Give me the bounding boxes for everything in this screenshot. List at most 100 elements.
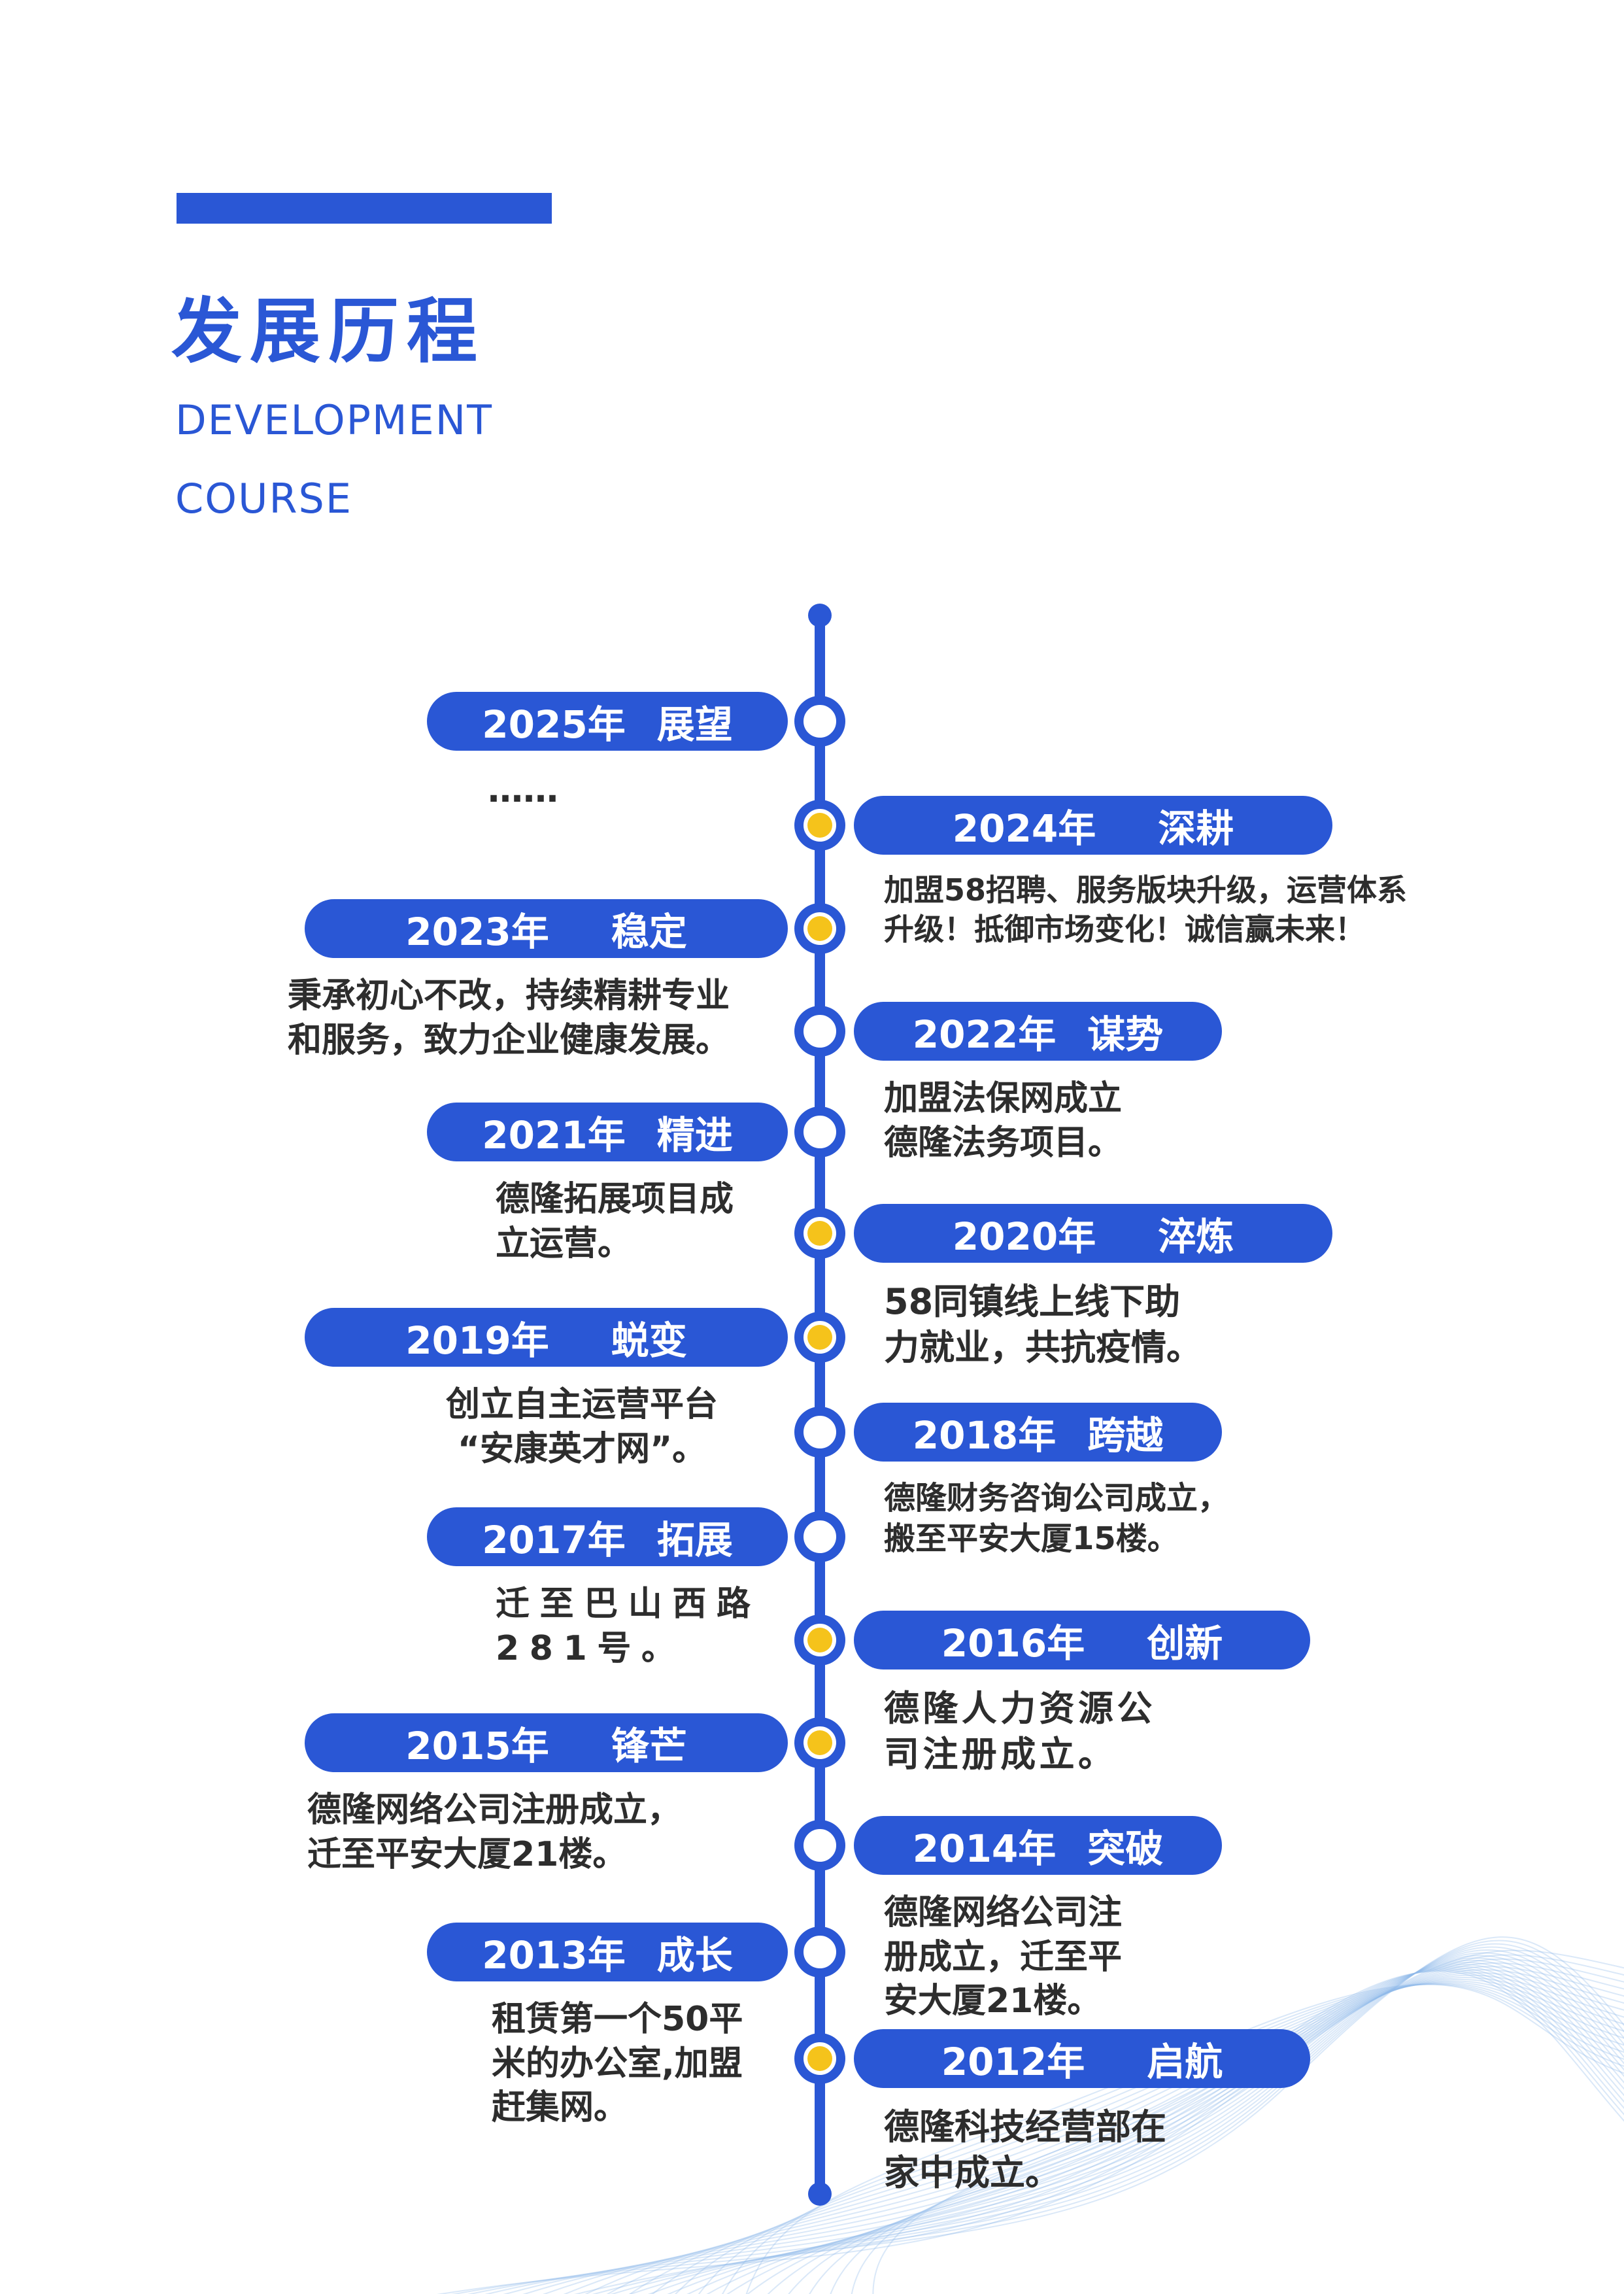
timeline-desc-2013: 租赁第一个50平米的办公室,加盟赶集网。 (492, 1998, 792, 2131)
pill-year: 2016年 (941, 1621, 1085, 1666)
wave-line (484, 1962, 1624, 2294)
pill-keyword: 成长 (656, 1933, 733, 1977)
timeline-desc-line: 家中成立。 (884, 2152, 1060, 2194)
pill-year: 2021年 (482, 1113, 626, 1157)
timeline-desc-line: 租赁第一个50平 (492, 2000, 743, 2039)
wave-line (610, 1943, 1624, 2294)
yellow-dot-icon (807, 813, 832, 838)
white-dot-icon (807, 1120, 832, 1144)
wave-line (592, 1940, 1624, 2294)
pill-year: 2012年 (941, 2040, 1085, 2084)
white-dot-icon (807, 1524, 832, 1549)
pill-keyword: 启航 (1147, 2040, 1223, 2084)
yellow-dot-icon (807, 1730, 832, 1755)
pill-keyword: 淬炼 (1158, 1214, 1234, 1259)
timeline-desc-line: 安大厦21楼。 (884, 1981, 1102, 2021)
white-dot-icon (807, 1019, 832, 1044)
timeline-node-2024 (794, 800, 845, 851)
pill-keyword: 创新 (1147, 1621, 1223, 1666)
timeline-node-2018 (794, 1407, 845, 1458)
pill-year: 2025年 (482, 702, 626, 747)
timeline-desc-line: 迁至平安大厦21楼。 (307, 1834, 627, 1874)
timeline-desc-line: 立运营。 (496, 1224, 632, 1263)
wave-line (451, 1954, 1624, 2294)
timeline-node-2023 (794, 903, 845, 954)
pill-keyword: 深耕 (1158, 806, 1234, 851)
timeline-desc-line: 册成立，迁至平 (884, 1937, 1123, 1977)
timeline-desc-line: “安康英才网”。 (457, 1429, 707, 1469)
timeline-desc-2016: 德隆人力资源公司注册成立。 (884, 1686, 1250, 1777)
timeline-desc-line: 德隆法务项目。 (884, 1123, 1123, 1163)
pill-keyword: 锋芒 (611, 1724, 687, 1768)
pill-keyword: 精进 (656, 1113, 733, 1157)
wave-line (542, 1972, 1624, 2294)
pill-year: 2015年 (405, 1724, 549, 1768)
wave-line (522, 1969, 1624, 2294)
year-pill-2019: 2019年蜕变 (305, 1308, 788, 1367)
year-pill-2017: 2017年拓展 (427, 1507, 788, 1566)
timeline-desc-2019: 创立自主运营平台 “安康英才网”。 (412, 1383, 752, 1471)
year-pill-2021: 2021年精进 (427, 1103, 788, 1161)
yellow-dot-icon (807, 1325, 832, 1350)
timeline-desc-line: 加盟58招聘、服务版块升级，运营体系 (884, 872, 1408, 908)
year-pill-2016: 2016年 创新 (854, 1611, 1310, 1669)
timeline-desc-line: 德隆网络公司注册成立， (307, 1790, 682, 1830)
pill-year: 2014年 (912, 1826, 1057, 1871)
timeline-desc-line: 力就业，共抗疫情。 (884, 1327, 1202, 1369)
year-pill-2025: 2025年展望 (427, 692, 788, 751)
wave-line (628, 1946, 1624, 2294)
yellow-dot-icon (807, 1221, 832, 1246)
yellow-dot-icon (807, 1628, 832, 1652)
timeline-desc-2025: …… (488, 767, 782, 813)
timeline-desc-line: 德隆财务咨询公司成立， (884, 1480, 1230, 1516)
timeline-desc-line: 创立自主运营平台 (445, 1385, 718, 1424)
year-pill-2024: 2024年 深耕 (854, 796, 1332, 855)
timeline-desc-line: 赶集网。 (492, 2088, 628, 2128)
timeline-node-2019 (794, 1312, 845, 1363)
year-pill-2014: 2014年突破 (854, 1816, 1222, 1875)
timeline-desc-line: 德隆人力资源公 (884, 1688, 1156, 1729)
timeline-desc-2015: 德隆网络公司注册成立，迁至平安大厦21楼。 (307, 1789, 726, 1877)
wave-line (563, 1974, 1624, 2294)
white-dot-icon (807, 709, 832, 734)
pill-year: 2022年 (912, 1012, 1057, 1057)
white-dot-icon (807, 1940, 832, 1964)
timeline-desc-line: 米的办公室,加盟 (492, 2044, 743, 2083)
pill-keyword: 跨越 (1087, 1413, 1164, 1458)
timeline-desc-2024: 加盟58招聘、服务版块升级，运营体系升级！抵御市场变化！诚信赢未来！ (884, 871, 1433, 950)
pill-year: 2024年 (952, 806, 1096, 851)
yellow-dot-icon (807, 2046, 832, 2071)
timeline-node-2017 (794, 1511, 845, 1562)
timeline-desc-2022: 加盟法保网成立德隆法务项目。 (884, 1077, 1289, 1165)
page-subtitle-line1: DEVELOPMENT (175, 396, 493, 444)
pill-year: 2017年 (482, 1518, 626, 1562)
timeline-desc-line: 搬至平安大厦15楼。 (884, 1520, 1179, 1558)
year-pill-2013: 2013年成长 (427, 1923, 788, 1981)
timeline-node-2025 (794, 696, 845, 747)
page-subtitle-line2: COURSE (175, 475, 353, 522)
timeline-node-2021 (794, 1106, 845, 1157)
timeline-desc-line: 德隆网络公司注 (884, 1893, 1123, 1932)
pill-keyword: 稳定 (611, 910, 687, 954)
timeline-desc-line: 281号。 (496, 1628, 686, 1668)
page-title: 发展历程 (171, 291, 486, 373)
timeline-desc-line: 58同镇线上线下助 (884, 1281, 1181, 1322)
timeline-desc-2021: 德隆拓展项目成立运营。 (496, 1178, 777, 1266)
pill-year: 2020年 (952, 1214, 1096, 1259)
wave-line (574, 1936, 1624, 2294)
timeline-end-dot (808, 2182, 832, 2206)
pill-year: 2013年 (482, 1933, 626, 1977)
timeline-desc-line: 升级！抵御市场变化！诚信赢未来！ (884, 911, 1365, 947)
timeline-desc-2012: 德隆科技经营部在家中成立。 (884, 2104, 1250, 2196)
year-pill-2015: 2015年 锋芒 (305, 1713, 788, 1772)
pill-year: 2023年 (405, 910, 549, 954)
white-dot-icon (807, 1833, 832, 1858)
year-pill-2022: 2022年谋势 (854, 1002, 1222, 1061)
pill-keyword: 谋势 (1087, 1012, 1164, 1057)
timeline-desc-line: 和服务，致力企业健康发展。 (287, 1020, 730, 1060)
wave-line (437, 1949, 1624, 2294)
timeline-desc-line: 迁至巴山西路 (496, 1584, 761, 1624)
timeline-desc-2023: 秉承初心不改，持续精耕专业和服务，致力企业健康发展。 (256, 974, 761, 1063)
